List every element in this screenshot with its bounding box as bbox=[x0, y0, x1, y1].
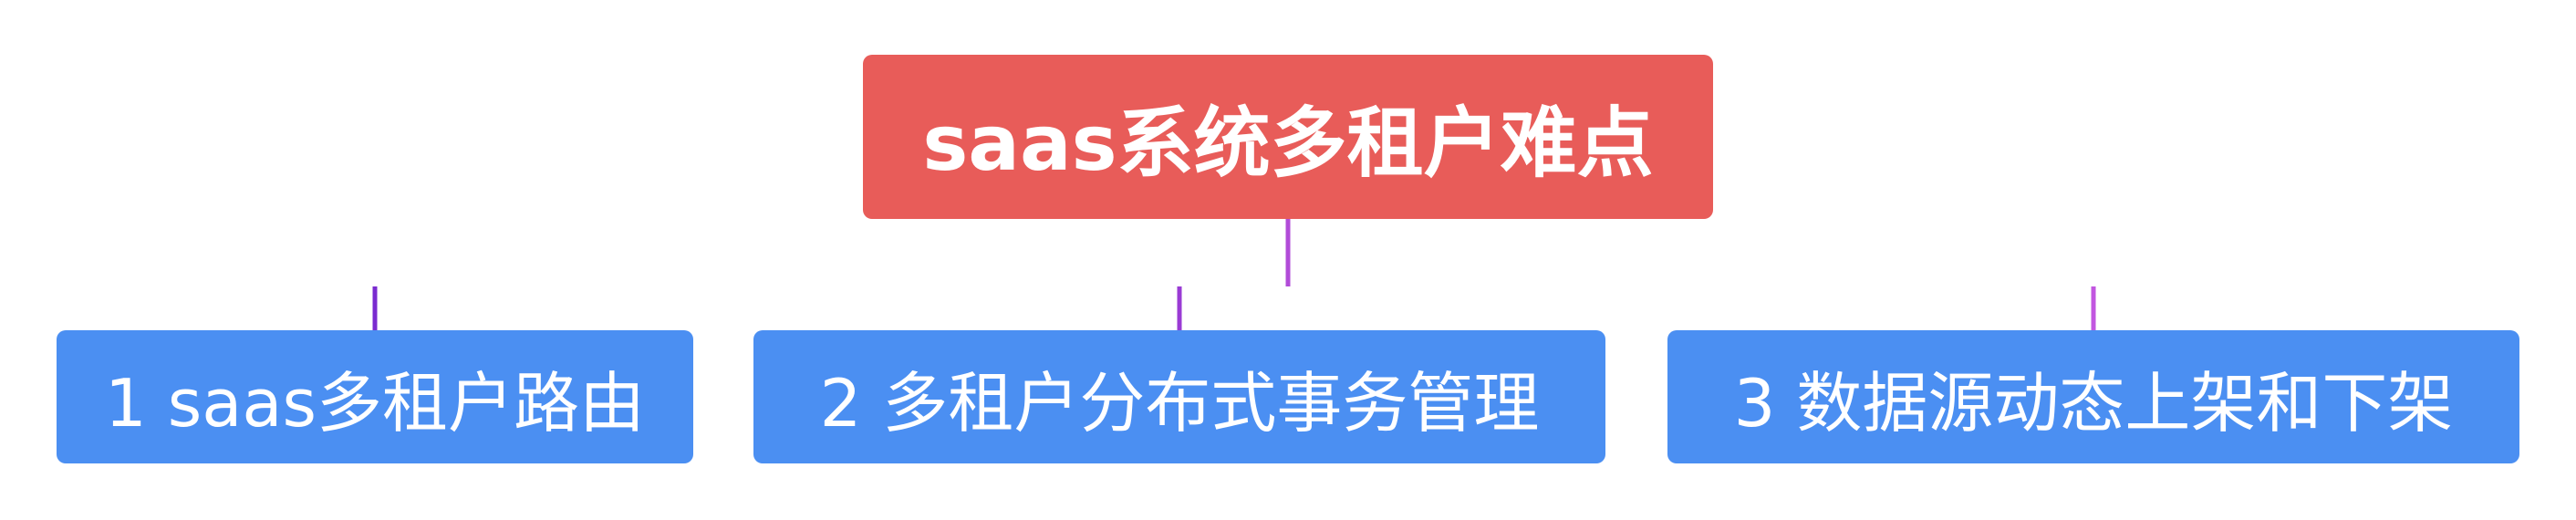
child-node-1-label: 1 saas多租户路由 bbox=[105, 364, 645, 442]
child-node-2-label: 2 多租户分布式事务管理 bbox=[819, 364, 1540, 442]
child-node-2[interactable]: 2 多租户分布式事务管理 bbox=[753, 330, 1605, 463]
root-node-label: saas系统多租户难点 bbox=[922, 98, 1654, 188]
child-node-1[interactable]: 1 saas多租户路由 bbox=[57, 330, 693, 463]
root-node[interactable]: saas系统多租户难点 bbox=[863, 55, 1713, 219]
child-node-3[interactable]: 3 数据源动态上架和下架 bbox=[1667, 330, 2519, 463]
child-node-3-label: 3 数据源动态上架和下架 bbox=[1733, 364, 2454, 442]
